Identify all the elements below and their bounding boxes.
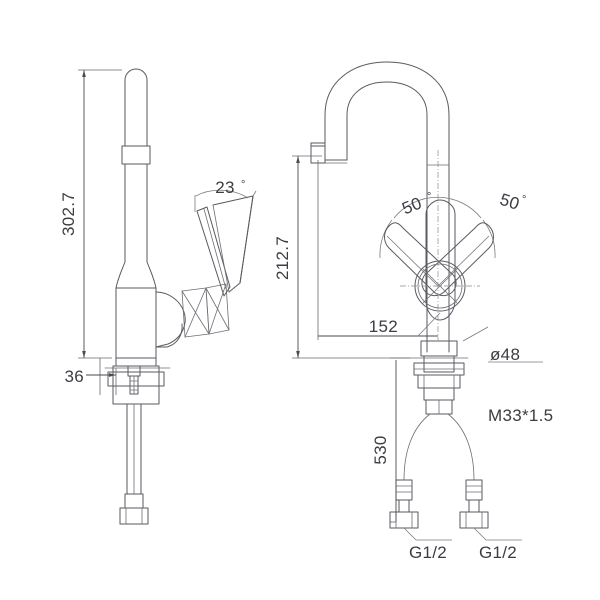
dimension-label-g-half-left: G1/2 [409,543,447,562]
dimension-label-302-7: 302.7 [59,192,78,236]
center-lines-right [400,150,480,340]
lever-arm-left [196,195,254,297]
dimension-label-152: 152 [369,317,398,336]
dimension-handle-tilt-angle: 23 ° [194,178,257,212]
dimension-hose-length: 530 [371,357,410,523]
lever-handle-hub-left [181,283,230,338]
handle-lever-arms-right [384,199,494,321]
dimension-label-212-7: 212.7 [273,236,292,280]
gooseneck-spout-right [310,61,450,353]
dimension-label-36: 36 [64,367,84,386]
faucet-body-left [115,261,186,359]
handle-swing-arc-right [379,196,496,287]
dimension-label-g-half-right: G1/2 [479,543,517,562]
front-elevation-view: 212.7 152 50 ° 50 ° ø48 M33*1.5 [273,61,553,562]
side-elevation-view: 302.7 36 23 ° [59,68,257,525]
dimension-label-diameter-48: ø48 [490,345,520,364]
dimension-supply-connector-left: G1/2 [403,527,452,562]
dimension-label-530: 530 [371,435,390,464]
degree-symbol-50-left: ° [427,191,431,203]
dimension-overall-height: 302.7 [59,69,122,359]
spout-tube-left [121,68,151,263]
dimension-supply-connector-right: G1/2 [473,527,522,562]
degree-symbol-50-right: ° [522,194,526,206]
dimension-base-offset: 36 [64,358,117,395]
dimension-spout-reach: 152 [317,160,441,340]
dimension-label-23: 23 [215,178,235,197]
deck-base-flange-right [409,340,469,373]
supply-tube-left [119,403,149,525]
degree-symbol-23: ° [241,179,245,191]
supply-hoses-right [389,413,489,529]
dimension-label-m33: M33*1.5 [488,406,553,425]
clamp-nut-left [107,365,165,395]
dimension-thread-spec: M33*1.5 [488,406,553,425]
dimension-base-diameter: ø48 [462,326,543,364]
mounting-clamp-right [413,362,465,415]
